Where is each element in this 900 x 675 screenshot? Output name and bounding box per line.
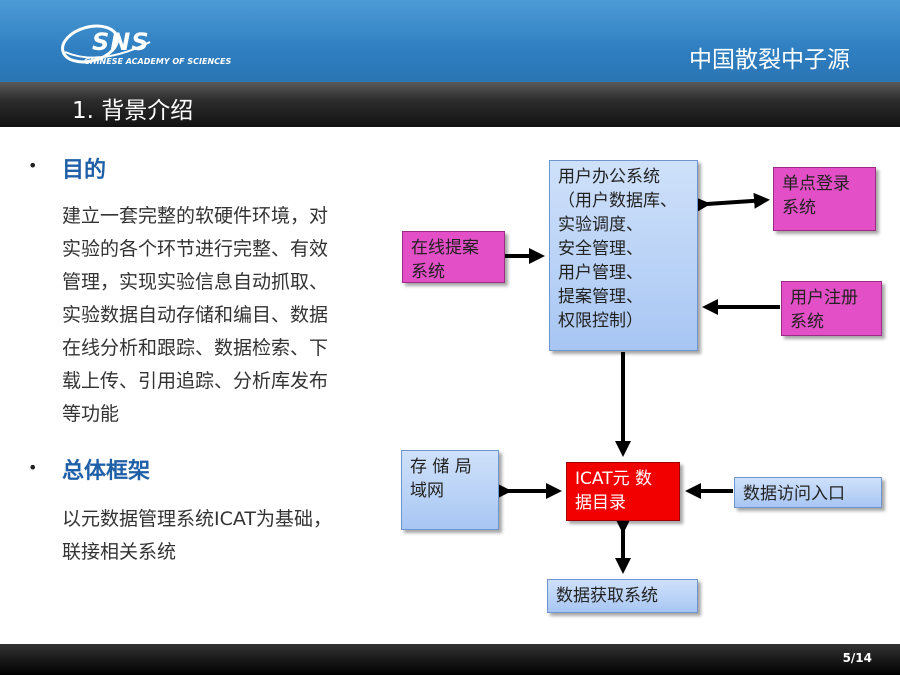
user-office-system-box: 用户办公系统 （用户数据库、 实验调度、 安全管理、 用户管理、 提案管理、 权…	[549, 160, 698, 351]
data-acquisition-system-box: 数据获取系统	[547, 579, 698, 613]
footer-bar	[0, 644, 900, 675]
online-proposal-system-box: 在线提案 系统	[402, 231, 505, 283]
logo-subtitle: CHINESE ACADEMY OF SCIENCES	[84, 57, 232, 66]
logo-swoosh-icon	[61, 24, 151, 64]
purpose-text: 建立一套完整的软硬件环境，对 实验的各个环节进行完整、有效 管理，实现实验信息自…	[62, 205, 329, 425]
bullet-icon: •	[28, 156, 38, 175]
icat-catalog-box: ICAT元 数 据目录	[566, 462, 680, 521]
org-title: 中国散裂中子源	[689, 47, 850, 73]
data-access-entry-box: 数据访问入口	[734, 477, 882, 508]
arrow-office-sso	[694, 192, 770, 213]
storage-lan-box: 存 储 局 域网	[401, 450, 499, 530]
section-title: 1. 背景介绍	[72, 98, 194, 124]
user-registration-system-box: 用户注册 系统	[781, 281, 882, 336]
framework-heading: 总体框架	[62, 459, 151, 484]
bullet-icon: •	[28, 458, 38, 477]
sns-logo: SNS CHINESE ACADEMY OF SCIENCES	[60, 22, 260, 72]
section-bar	[0, 82, 900, 127]
page-number: 5/14	[842, 651, 872, 665]
logo-text: SNS	[92, 28, 150, 56]
framework-text: 以元数据管理系统ICAT为基础， 联接相关系统	[62, 508, 332, 563]
purpose-heading: 目的	[62, 158, 107, 183]
header-bar	[0, 0, 900, 82]
sso-system-box: 单点登录 系统	[773, 167, 876, 231]
